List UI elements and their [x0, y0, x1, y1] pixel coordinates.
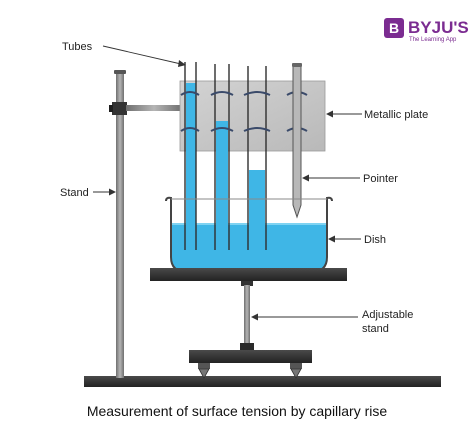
clip — [180, 91, 200, 96]
pointer-arrowhead — [302, 174, 309, 182]
leveling-screw-tip — [290, 368, 302, 379]
leveling-screws — [198, 363, 302, 379]
platform-collar — [241, 281, 253, 286]
stand-arrowhead — [109, 188, 116, 196]
leveling-screw — [290, 363, 302, 369]
logo-badge — [384, 18, 404, 38]
pointer-rod — [292, 65, 302, 219]
tubes-leader — [102, 45, 182, 65]
clip — [210, 91, 234, 96]
label-tubes: Tubes — [62, 41, 93, 53]
leveling-screw — [198, 363, 210, 369]
pointer-cap — [292, 63, 302, 67]
clip — [210, 127, 234, 132]
leveling-screw-tip — [198, 368, 210, 379]
stand-rod-cap — [114, 70, 126, 74]
label-pointer: Pointer — [363, 173, 398, 185]
stand-base — [84, 376, 441, 387]
caption: Measurement of surface tension by capill… — [87, 403, 388, 419]
label-dish: Dish — [364, 234, 386, 246]
adjustable-stand-collar — [240, 343, 254, 351]
pointer — [292, 63, 302, 219]
label-adjustable-stand-line1: Adjustable — [362, 309, 413, 321]
clip — [243, 91, 271, 96]
horizontal-arm — [126, 105, 182, 111]
byjus-logo: B BYJU'S The Learning App — [384, 18, 469, 43]
clip — [243, 127, 271, 132]
adjustable-stand-column — [244, 285, 250, 351]
brand-name: BYJU'S — [408, 18, 469, 37]
clamp-screw — [109, 105, 113, 112]
metallic-plate-arrowhead — [326, 110, 333, 118]
adjustable-stand-platform — [189, 350, 312, 363]
tube-1-water — [186, 83, 196, 273]
label-metallic-plate: Metallic plate — [364, 109, 428, 121]
dish-platform — [150, 268, 347, 281]
clip — [180, 127, 200, 132]
stand-rod — [116, 72, 124, 378]
logo-letter: B — [389, 20, 399, 36]
clamp-block — [112, 102, 127, 115]
label-adjustable-stand-line2: stand — [362, 323, 389, 335]
tubes-arrowhead — [178, 60, 186, 67]
adjustable-stand-arrowhead — [251, 313, 258, 321]
brand-tagline: The Learning App — [409, 37, 457, 43]
label-stand: Stand — [60, 187, 89, 199]
dish-arrowhead — [328, 235, 335, 243]
leader-lines — [93, 45, 362, 321]
tube-3-water — [249, 170, 265, 270]
tube-2-water — [216, 121, 228, 271]
